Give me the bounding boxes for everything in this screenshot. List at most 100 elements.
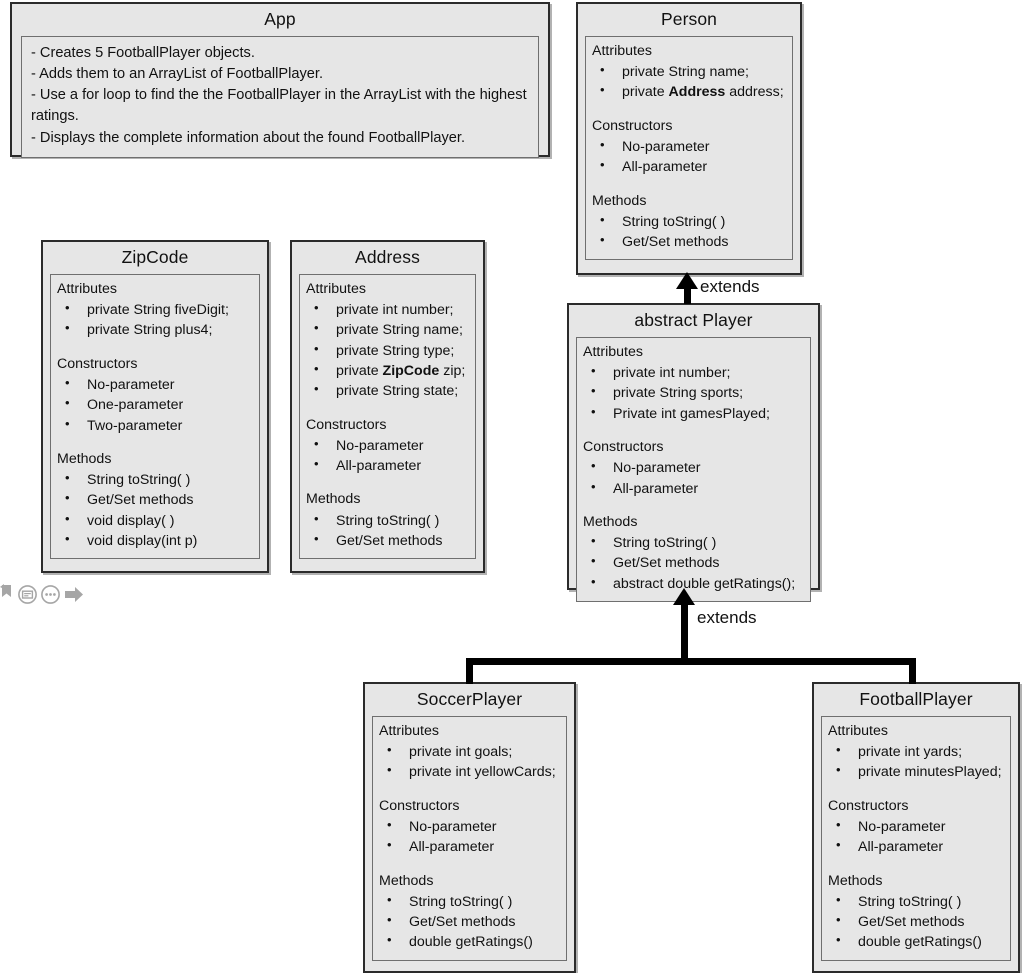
- member-item: private String name;: [592, 61, 786, 82]
- member-item: Get/Set methods: [592, 231, 786, 252]
- tag-icon[interactable]: [0, 584, 14, 604]
- member-item: private int goals;: [379, 741, 560, 762]
- class-body-footballplayer: Attributes private int yards; private mi…: [821, 716, 1011, 961]
- class-body-zipcode: Attributes private String fiveDigit; pri…: [50, 274, 260, 560]
- member-item: String toString( ): [379, 891, 560, 912]
- class-box-footballplayer[interactable]: FootballPlayer Attributes private int ya…: [812, 682, 1020, 973]
- member-item: private String name;: [306, 319, 469, 340]
- class-box-app[interactable]: App - Creates 5 FootballPlayer objects. …: [10, 2, 550, 158]
- section-heading: Attributes: [379, 723, 439, 739]
- member-item: No-parameter: [592, 136, 786, 157]
- section-items: String toString( ) Get/Set methods doubl…: [828, 891, 1004, 953]
- class-title-footballplayer: FootballPlayer: [859, 689, 973, 709]
- class-box-zipcode[interactable]: ZipCode Attributes private String fiveDi…: [41, 240, 269, 573]
- class-box-person[interactable]: Person Attributes private String name; p…: [576, 2, 802, 275]
- annotation-marker-cluster[interactable]: [0, 584, 84, 604]
- section-items: String toString( ) Get/Set methods: [306, 510, 469, 552]
- class-title-person: Person: [660, 9, 718, 29]
- member-item: private ZipCode zip;: [306, 360, 469, 381]
- class-title-address: Address: [355, 247, 420, 267]
- member-type-bold: ZipCode: [382, 363, 440, 380]
- section-items: private int yards; private minutesPlayed…: [828, 741, 1004, 783]
- section-items: private String fiveDigit; private String…: [57, 299, 253, 341]
- inheritance-bar-horizontal: [466, 658, 916, 665]
- class-body-abstract-player: Attributes private int number; private S…: [576, 337, 811, 602]
- member-item: double getRatings(): [828, 931, 1004, 952]
- member-item: Get/Set methods: [306, 530, 469, 551]
- ellipsis-icon[interactable]: [41, 584, 60, 604]
- class-box-soccerplayer[interactable]: SoccerPlayer Attributes private int goal…: [363, 682, 576, 973]
- member-prefix: private: [336, 363, 383, 380]
- section-heading: Methods: [592, 192, 647, 209]
- member-item: void display( ): [57, 510, 253, 531]
- app-description-line: - Displays the complete information abou…: [31, 129, 465, 146]
- section-heading: Attributes: [828, 723, 888, 739]
- member-item: All-parameter: [828, 836, 1004, 857]
- class-box-address[interactable]: Address Attributes private int number; p…: [290, 240, 485, 573]
- member-item: One-parameter: [57, 394, 253, 415]
- member-item: All-parameter: [583, 477, 804, 499]
- member-item: private String type;: [306, 340, 469, 361]
- inheritance-arrowhead-player-person: [676, 272, 698, 289]
- member-item: All-parameter: [306, 455, 469, 476]
- section-items: No-parameter One-parameter Two-parameter: [57, 374, 253, 436]
- inheritance-line-subclasses-player: [681, 604, 688, 664]
- member-suffix: zip;: [439, 363, 466, 380]
- member-item: No-parameter: [57, 374, 253, 395]
- section-heading: Constructors: [583, 439, 664, 456]
- member-item: No-parameter: [583, 457, 804, 478]
- member-item: private String plus4;: [57, 319, 253, 340]
- member-item: private String fiveDigit;: [57, 299, 253, 320]
- section-heading: Constructors: [57, 355, 138, 372]
- member-item: private int number;: [306, 299, 469, 320]
- member-suffix: address;: [725, 84, 784, 101]
- member-item: String toString( ): [583, 532, 804, 553]
- section-items: No-parameter All-parameter: [828, 816, 1004, 858]
- section-items: No-parameter All-parameter: [583, 457, 804, 499]
- class-body-person: Attributes private String name; private …: [585, 36, 793, 261]
- member-item: private Address address;: [592, 81, 786, 102]
- member-type-bold: Address: [668, 84, 726, 101]
- section-heading: Constructors: [379, 797, 460, 814]
- section-items: private int number; private String name;…: [306, 299, 469, 401]
- class-body-address: Attributes private int number; private S…: [299, 274, 476, 560]
- member-item: private int number;: [583, 362, 804, 383]
- member-item: void display(int p): [57, 530, 253, 551]
- member-item: Get/Set methods: [828, 911, 1004, 932]
- arrow-right-icon[interactable]: [64, 585, 84, 604]
- section-heading: Attributes: [592, 43, 652, 59]
- member-item: No-parameter: [306, 435, 469, 456]
- section-heading: Constructors: [306, 416, 387, 433]
- class-body-soccerplayer: Attributes private int goals; private in…: [372, 716, 567, 961]
- section-items: String toString( ) Get/Set methods: [592, 211, 786, 253]
- inheritance-drop-footballplayer: [909, 658, 916, 684]
- edge-label-extends-player: extends: [697, 608, 757, 627]
- app-description-line: - Use a for loop to find the the Footbal…: [31, 87, 527, 125]
- section-items: String toString( ) Get/Set methods void …: [57, 469, 253, 551]
- app-description-line: - Adds them to an ArrayList of FootballP…: [31, 66, 324, 83]
- section-items: No-parameter All-parameter: [379, 816, 560, 858]
- section-heading: Constructors: [592, 117, 673, 134]
- app-description-body: - Creates 5 FootballPlayer objects. - Ad…: [21, 36, 539, 158]
- class-box-abstract-player[interactable]: abstract Player Attributes private int n…: [567, 303, 820, 602]
- member-item: Get/Set methods: [57, 489, 253, 510]
- member-item: abstract double getRatings();: [583, 573, 804, 594]
- section-heading: Methods: [306, 491, 361, 508]
- section-items: String toString( ) Get/Set methods doubl…: [379, 891, 560, 953]
- member-item: String toString( ): [306, 510, 469, 531]
- section-heading: Methods: [379, 872, 434, 889]
- class-title-zipcode: ZipCode: [121, 247, 189, 267]
- section-heading: Methods: [57, 450, 112, 467]
- app-description-line: - Creates 5 FootballPlayer objects.: [31, 45, 255, 61]
- member-item: String toString( ): [828, 891, 1004, 912]
- section-items: No-parameter All-parameter: [592, 136, 786, 178]
- note-icon[interactable]: [18, 584, 37, 604]
- member-item: Get/Set methods: [583, 552, 804, 573]
- section-items: String toString( ) Get/Set methods abstr…: [583, 532, 804, 594]
- section-items: private int number; private String sport…: [583, 362, 804, 424]
- section-heading: Methods: [828, 872, 883, 889]
- section-heading: Methods: [583, 513, 638, 530]
- member-item: private String state;: [306, 380, 469, 401]
- class-title-app: App: [264, 9, 296, 29]
